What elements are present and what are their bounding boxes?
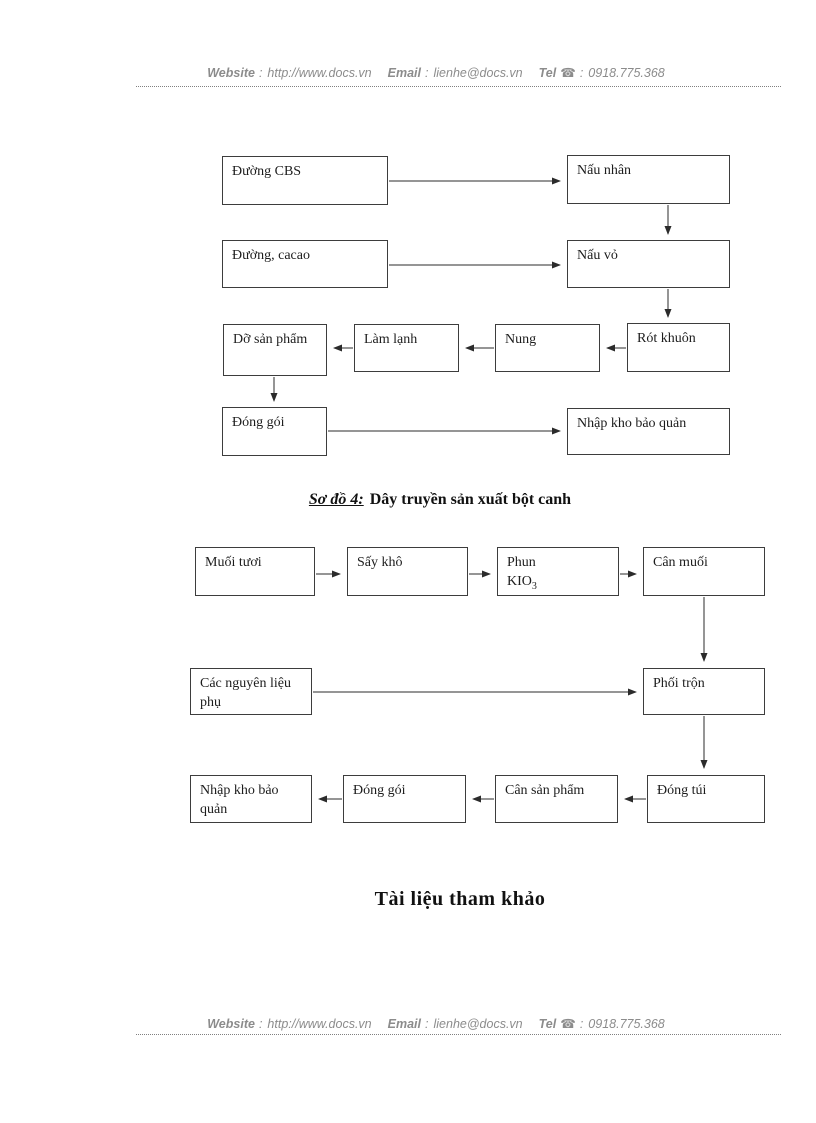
- flow-box-nau-vo: Nấu vỏ: [567, 240, 730, 288]
- email-separator: :: [425, 1017, 429, 1031]
- website-separator: :: [258, 66, 263, 80]
- tel-separator: :: [579, 66, 584, 80]
- tel-number: 0918.775.368: [588, 66, 665, 80]
- flow-box-can-muoi: Cân muối: [643, 547, 765, 596]
- flow-box-dong-goi-2: Đóng gói: [343, 775, 466, 823]
- phone-icon: ☎: [560, 66, 576, 80]
- flow-box-label: Nấu nhân: [577, 163, 632, 178]
- page-header: Website: http://www.docs.vn Email: lienhe@d…: [136, 65, 736, 80]
- page-footer: Website: http://www.docs.vn Email: lienhe@d…: [136, 1016, 736, 1031]
- phone-icon: ☎: [560, 1017, 576, 1031]
- flow-box-label: Nhập kho bảo quản: [200, 783, 279, 817]
- website-label: Website: [207, 66, 255, 80]
- flow-box-label: Đóng túi: [657, 783, 707, 798]
- flow-box-nhap-kho-bao-quan-2: Nhập kho bảo quản: [190, 775, 312, 823]
- flow-box-label: Rót khuôn: [637, 331, 696, 346]
- flow-box-label: Đường, cacao: [232, 248, 310, 263]
- flow-box-muoi-tuoi: Muối tươi: [195, 547, 315, 596]
- flow-box-label: Phối trộn: [653, 676, 705, 691]
- tel-number: 0918.775.368: [588, 1017, 665, 1031]
- tel-label: Tel: [538, 1017, 557, 1031]
- tel-separator: :: [579, 1017, 584, 1031]
- flow-box-nau-nhan: Nấu nhân: [567, 155, 730, 204]
- flow-box-label: Dỡ sản phẩm: [233, 332, 308, 347]
- flow-box-phoi-tron: Phối trộn: [643, 668, 765, 715]
- flow-box-dong-tui: Đóng túi: [647, 775, 765, 823]
- flow-box-label: Đóng gói: [353, 783, 406, 798]
- website-url: http://www.docs.vn: [267, 66, 372, 80]
- flow-box-say-kho: Sấy khô: [347, 547, 468, 596]
- flow-box-nhap-kho-bao-quan: Nhập kho bảo quản: [567, 408, 730, 455]
- flow-box-can-san-pham: Cân sản phẩm: [495, 775, 618, 823]
- chemical-subscript: 3: [531, 580, 537, 592]
- diagram-title-number: Sơ đồ 4:: [308, 491, 364, 508]
- website-label: Website: [207, 1017, 255, 1031]
- website-separator: :: [258, 1017, 263, 1031]
- flow-box-duong-cacao: Đường, cacao: [222, 240, 388, 288]
- flow-box-dong-goi: Đóng gói: [222, 407, 327, 456]
- flow-box-label: Nhập kho bảo quản: [577, 416, 687, 431]
- email-label: Email: [387, 66, 421, 80]
- chemical-formula: KIO: [507, 574, 532, 589]
- email-address: lienhe@docs.vn: [433, 66, 523, 80]
- flow-box-label: Phun: [507, 555, 536, 570]
- email-address: lienhe@docs.vn: [433, 1017, 523, 1031]
- flow-box-label: Nung: [505, 332, 537, 347]
- flow-box-label: Cân muối: [653, 555, 708, 570]
- flow-box-label: Nấu vỏ: [577, 248, 618, 263]
- flow-box-do-san-pham: Dỡ sản phẩm: [223, 324, 327, 376]
- flow-box-nung: Nung: [495, 324, 600, 372]
- diagram-title-text: Dây truyền sản xuất bột canh: [369, 491, 572, 508]
- diagram-title: Sơ đồ 4: Dây truyền sản xuất bột canh: [64, 491, 816, 509]
- flow-box-label: Cân sản phẩm: [505, 783, 585, 798]
- flow-box-label: Các nguyên liệu phụ: [200, 676, 291, 710]
- email-label: Email: [387, 1017, 421, 1031]
- flow-box-lam-lanh: Làm lạnh: [354, 324, 459, 372]
- flow-box-label: Sấy khô: [357, 555, 403, 570]
- flow-box-label: Đường CBS: [232, 164, 302, 179]
- flow-box-label: Đóng gói: [232, 415, 285, 430]
- references-heading: Tài liệu tham khảo: [374, 888, 546, 910]
- flow-box-label: Muối tươi: [205, 555, 262, 570]
- flow-box-cac-nguyen-lieu-phu: Các nguyên liệu phụ: [190, 668, 312, 715]
- flow-box-label: Làm lạnh: [364, 332, 418, 347]
- header-rule: [136, 86, 781, 87]
- website-url: http://www.docs.vn: [267, 1017, 372, 1031]
- email-separator: :: [425, 66, 429, 80]
- flow-box-duong-cbs: Đường CBS: [222, 156, 388, 205]
- flow-box-rot-khuon: Rót khuôn: [627, 323, 730, 372]
- footer-rule: [136, 1034, 781, 1035]
- tel-label: Tel: [538, 66, 557, 80]
